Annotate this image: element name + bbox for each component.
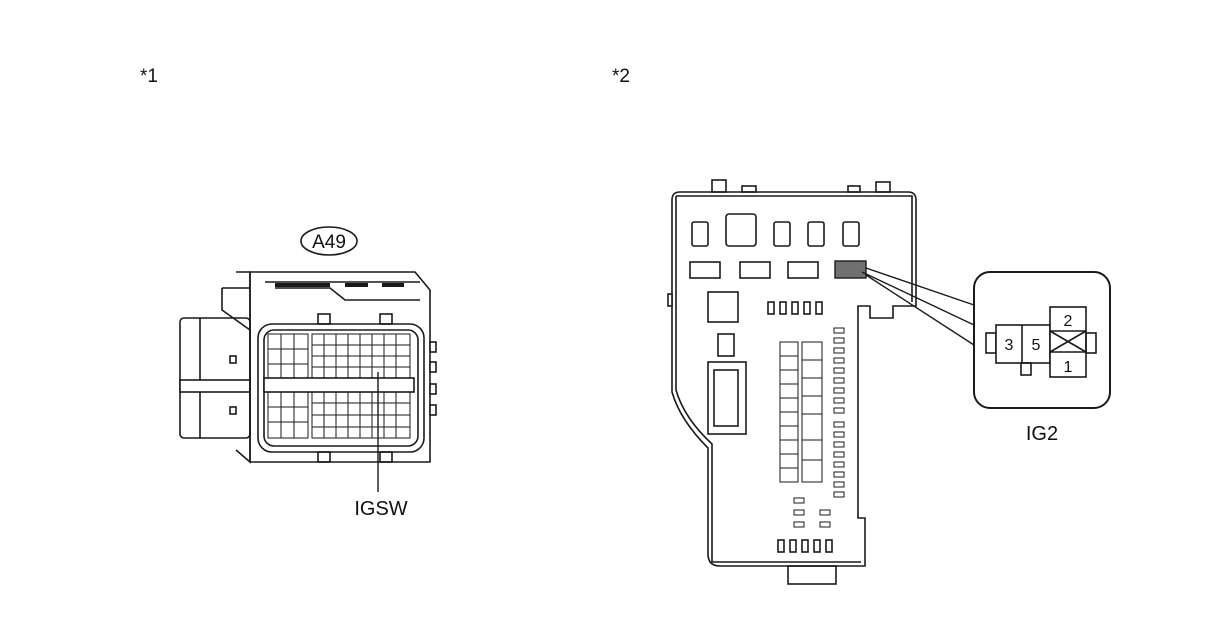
relay-name-label: IG2 (1026, 423, 1058, 445)
connector-a49 (179, 226, 437, 464)
relay-pin-2: 2 (1064, 313, 1073, 330)
connector-face (257, 323, 425, 453)
junction-block-outline (671, 191, 917, 567)
relay-pin-3: 3 (1005, 337, 1014, 354)
ig2-relay-slot-highlight (834, 260, 867, 279)
relay-pin-5: 5 (1032, 337, 1041, 354)
callout-lines (861, 267, 975, 346)
connector-cavities (267, 333, 411, 439)
connector-rear-housing (179, 317, 251, 439)
junction-block (667, 179, 917, 585)
connector-code-badge (300, 226, 358, 256)
relay-pin-layout (985, 306, 1097, 378)
terminal-label-igsw: IGSW (354, 498, 407, 520)
panel-label-1: *1 (140, 66, 158, 87)
connector-code-label: A49 (312, 232, 346, 253)
fuse-column (779, 327, 845, 528)
relay-pin-1: 1 (1064, 359, 1073, 376)
panel-label-2: *2 (612, 66, 630, 87)
